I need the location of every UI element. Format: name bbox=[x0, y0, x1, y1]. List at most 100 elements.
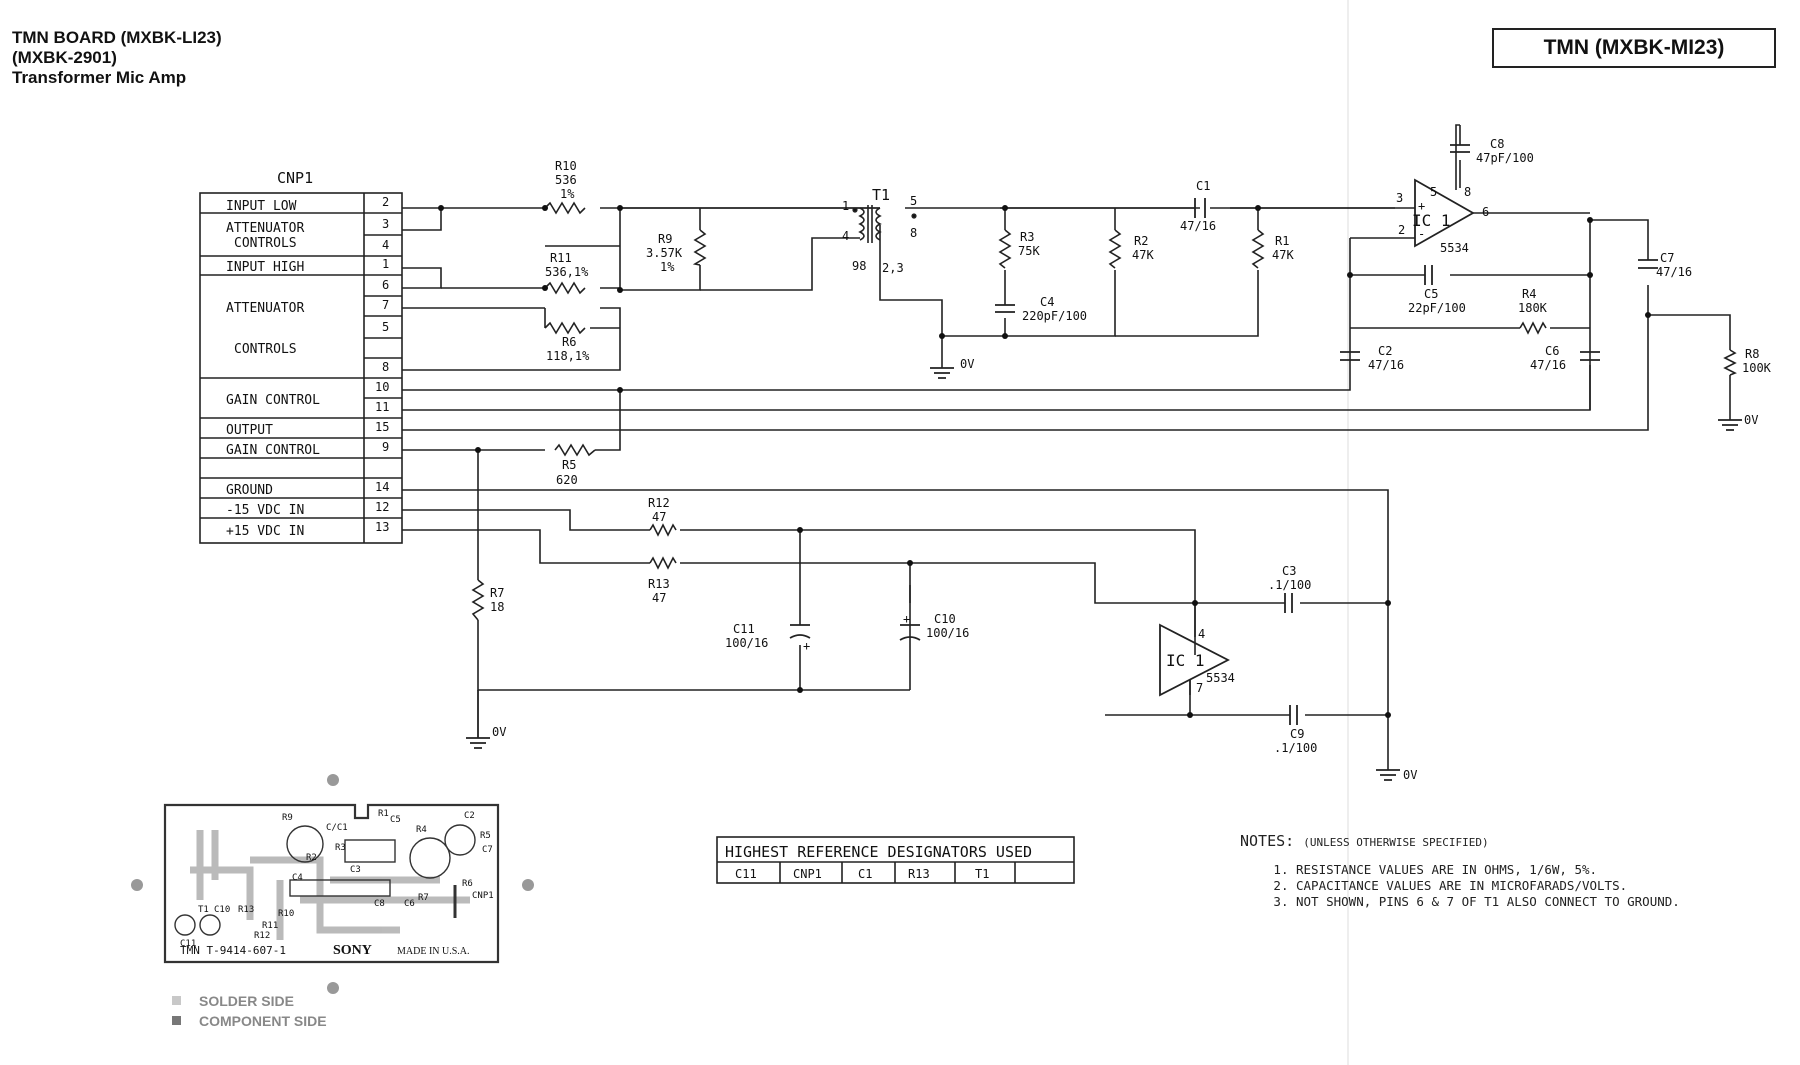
ic1-top-p8: 8 bbox=[1464, 185, 1471, 199]
pin-6: 6 bbox=[382, 278, 389, 292]
note-item: CAPACITANCE VALUES ARE IN MICROFARADS/VO… bbox=[1296, 878, 1680, 894]
c6-val: 47/16 bbox=[1530, 358, 1566, 372]
r12-ref: R12 bbox=[648, 496, 670, 510]
c5-val: 22pF/100 bbox=[1408, 301, 1466, 315]
r4-body bbox=[1519, 321, 1547, 335]
c10-ref: C10 bbox=[934, 612, 956, 626]
junction-dots bbox=[438, 205, 1651, 718]
pcb-part-c7: C7 bbox=[482, 845, 493, 855]
r1-val: 47K bbox=[1272, 248, 1294, 262]
ic1-top-ref: IC 1 bbox=[1412, 211, 1451, 230]
r10-body bbox=[544, 201, 586, 215]
pin-5: 5 bbox=[382, 320, 389, 334]
c4-body bbox=[995, 304, 1015, 313]
pin-10: 10 bbox=[375, 380, 389, 394]
r3-val: 75K bbox=[1018, 244, 1040, 258]
r7-body bbox=[471, 579, 485, 621]
label-gain-control-2: GAIN CONTROL bbox=[226, 443, 320, 458]
ic1-top-p2: 2 bbox=[1398, 223, 1405, 237]
r4-ref: R4 bbox=[1522, 287, 1536, 301]
title-box: TMN (MXBK-MI23) bbox=[1492, 28, 1776, 68]
op-amp-ic1-top bbox=[1414, 178, 1475, 248]
r7-ref: R7 bbox=[490, 586, 504, 600]
pcb-part-c10: C10 bbox=[214, 905, 230, 915]
pin-8: 8 bbox=[382, 360, 389, 374]
pin-4: 4 bbox=[382, 238, 389, 252]
ic1-top-plus: + bbox=[1418, 199, 1425, 213]
c10-plus: + bbox=[903, 612, 910, 626]
pcb-part-r5: R5 bbox=[480, 831, 491, 841]
op-amp-ic1-bottom bbox=[1159, 623, 1230, 697]
r13-body bbox=[649, 556, 677, 570]
ic1-top-p6: 6 bbox=[1482, 205, 1489, 219]
pcb-part-c4: C4 bbox=[292, 873, 303, 883]
r5-ref: R5 bbox=[562, 458, 576, 472]
label-attenuator-1: ATTENUATOR bbox=[226, 221, 304, 236]
label-output: OUTPUT bbox=[226, 423, 273, 438]
r9-val1: 3.57K bbox=[646, 246, 683, 260]
r7-val: 18 bbox=[490, 600, 504, 614]
label-controls-1: CONTROLS bbox=[234, 236, 297, 251]
pcb-part-r6: R6 bbox=[462, 879, 473, 889]
c8-ref: C8 bbox=[1490, 137, 1504, 151]
c4-ref: C4 bbox=[1040, 295, 1054, 309]
c8-val: 47pF/100 bbox=[1476, 151, 1534, 165]
t1-pin8: 8 bbox=[910, 226, 917, 240]
r11-body bbox=[544, 281, 586, 295]
label-ground: GROUND bbox=[226, 483, 273, 498]
c11-ref: C11 bbox=[733, 622, 755, 636]
pcb-part-c5: C5 bbox=[390, 815, 401, 825]
pin-1: 1 bbox=[382, 257, 389, 271]
pcb-part-r10: R10 bbox=[278, 909, 294, 919]
gnd-label-3: 0V bbox=[1403, 768, 1417, 782]
c4-val: 220pF/100 bbox=[1022, 309, 1087, 323]
pcb-silk-code: TMN T-9414-607-1 bbox=[180, 944, 286, 957]
pcb-part-r12: R12 bbox=[254, 931, 270, 941]
pcb-made-in: MADE IN U.S.A. bbox=[397, 946, 470, 957]
pcb-part-c2: C2 bbox=[464, 811, 475, 821]
ic1-bottom-p7: 7 bbox=[1196, 681, 1203, 695]
c11-plus: + bbox=[803, 639, 810, 653]
t1-ref: T1 bbox=[872, 186, 890, 204]
label-controls-2: CONTROLS bbox=[234, 342, 297, 357]
r8-ref: R8 bbox=[1745, 347, 1759, 361]
c2-body bbox=[1340, 351, 1360, 361]
r9-val2: 1% bbox=[660, 260, 675, 274]
r12-body bbox=[649, 523, 677, 537]
connector-name: CNP1 bbox=[277, 169, 313, 187]
r10-val2: 1% bbox=[560, 187, 575, 201]
notes-subtitle: (UNLESS OTHERWISE SPECIFIED) bbox=[1303, 836, 1489, 849]
connector-cnp1: CNP1 INPUT LOW ATTENUATOR CONTROLS INPUT… bbox=[199, 169, 403, 544]
c8-body bbox=[1450, 144, 1470, 153]
r5-val: 620 bbox=[556, 473, 578, 487]
c10-body bbox=[899, 624, 921, 641]
c1-ref: C1 bbox=[1196, 179, 1210, 193]
t1-pin1: 1 bbox=[842, 199, 849, 213]
t1-pin98: 98 bbox=[852, 259, 866, 273]
table-cell-r13: R13 bbox=[908, 867, 930, 881]
r1-ref: R1 bbox=[1275, 234, 1289, 248]
pcb-part-r13: R13 bbox=[238, 905, 254, 915]
c3-val: .1/100 bbox=[1268, 578, 1311, 592]
r11-val: 536,1% bbox=[545, 265, 589, 279]
r8-val: 100K bbox=[1742, 361, 1772, 375]
pcb-part-r4: R4 bbox=[416, 825, 427, 835]
label-attenuator-2: ATTENUATOR bbox=[226, 301, 304, 316]
r3-ref: R3 bbox=[1020, 230, 1034, 244]
pcb-part-c8: C8 bbox=[374, 899, 385, 909]
r10-val1: 536 bbox=[555, 173, 577, 187]
pcb-brand: SONY bbox=[333, 943, 372, 958]
board-description: Transformer Mic Amp bbox=[12, 68, 187, 87]
legend-component-swatch bbox=[172, 1016, 181, 1025]
pcb-part-cc1: C/C1 bbox=[326, 823, 348, 833]
c3-ref: C3 bbox=[1282, 564, 1296, 578]
r9-ref: R9 bbox=[658, 232, 672, 246]
c5-ref: C5 bbox=[1424, 287, 1438, 301]
c6-body bbox=[1580, 351, 1600, 361]
r1-body bbox=[1251, 229, 1265, 269]
c1-body bbox=[1194, 198, 1206, 218]
t1-pin23: 2,3 bbox=[882, 261, 904, 275]
pcb-part-r9: R9 bbox=[282, 813, 293, 823]
